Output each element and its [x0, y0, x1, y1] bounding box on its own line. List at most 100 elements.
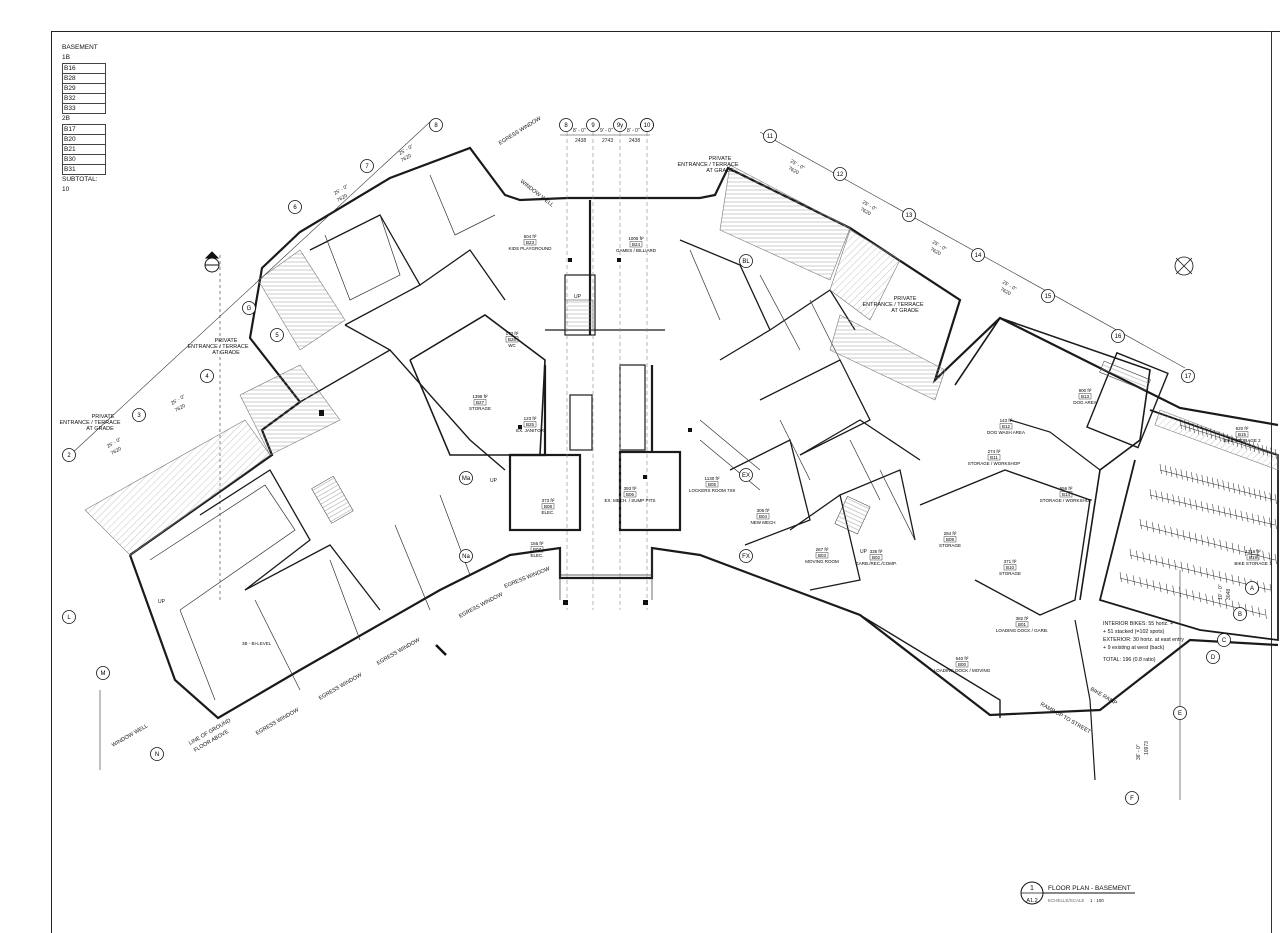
- bike-note: INTERIOR BIKES: 55 horiz. + + 51 stacked…: [1103, 621, 1184, 663]
- schedule-group-label: 2B: [62, 115, 70, 122]
- room-name: MOVING ROOM: [805, 559, 839, 564]
- room-name: LOADING DOCK / GARB.: [996, 628, 1048, 633]
- room-area: 900 ft²: [1079, 388, 1092, 393]
- grid-marker: 17: [1181, 369, 1195, 383]
- room-name: STORAGE / WORKSHOP: [968, 461, 1020, 466]
- private-entrance-label: PRIVATE: [709, 156, 732, 162]
- grid-marker-label: N: [155, 752, 159, 758]
- grid-marker-label: 4: [205, 374, 209, 380]
- drawing-title-text: FLOOR PLAN - BASEMENT: [1048, 885, 1131, 892]
- room-number: B09: [946, 537, 955, 542]
- room-name: GAMES / BILLIARD: [616, 248, 657, 253]
- room-number: B05: [708, 482, 717, 487]
- grid-marker-label: 9: [591, 123, 595, 129]
- grid-marker-label: 3: [137, 413, 141, 419]
- private-entrance-label: ENTRANCE / TERRACE: [59, 420, 120, 426]
- dimension-text: 7620: [400, 153, 413, 164]
- room-area: 143 ft²: [1000, 418, 1013, 423]
- grid-marker: 9: [586, 118, 600, 132]
- room-number: B06: [626, 492, 635, 497]
- grid-marker-label: 2: [67, 453, 71, 459]
- grid-marker: Ma: [459, 471, 473, 485]
- egress-window-label: EGRESS WINDOW: [376, 637, 422, 667]
- grid-marker: 2: [62, 448, 76, 462]
- grid-marker: E: [1173, 706, 1187, 720]
- room-area: 371 ft²: [1004, 559, 1017, 564]
- columns: [319, 258, 692, 605]
- schedule-title: BASEMENT: [62, 44, 98, 51]
- dimension-text: 7620: [929, 247, 942, 258]
- grid-marker: M: [96, 666, 110, 680]
- grid-marker: F: [1125, 791, 1139, 805]
- room-number: B13: [1081, 394, 1090, 399]
- room-area: 173 ft²: [506, 331, 519, 336]
- room-name: DOG WASH AREA: [987, 430, 1025, 435]
- room-name: LOCKERS ROOM 7X8: [689, 488, 736, 493]
- private-entrance-label: AT GRADE: [212, 350, 240, 356]
- unit-schedule: BASEMENT 1B B16 B28 B29 B32 B33 2B B17 B…: [62, 43, 106, 195]
- grid-marker-label: G: [247, 306, 252, 312]
- dimension-text: 2743: [602, 138, 613, 144]
- building-walls: [128, 146, 1279, 781]
- private-entrance-label: AT GRADE: [706, 168, 734, 174]
- terrace-areas: [84, 164, 1279, 556]
- room-number: B14: [1062, 492, 1071, 497]
- grid-marker-label: Na: [462, 554, 470, 560]
- schedule-unit: B20: [62, 134, 106, 144]
- window-well-label: WINDOW WELL: [111, 723, 149, 749]
- section-marker-icon: [204, 251, 447, 656]
- private-entrance-label: PRIVATE: [894, 296, 917, 302]
- egress-window-label: EGRESS WINDOW: [504, 566, 552, 590]
- room-number: B23: [526, 240, 535, 245]
- bike-note-line: + 9 existing at west (back): [1103, 645, 1165, 651]
- dimension-text: 7620: [859, 207, 872, 218]
- schedule-subtotal-value: 10: [62, 186, 70, 193]
- room-number: B12: [1002, 424, 1011, 429]
- grid-marker: 6: [288, 200, 302, 214]
- bi-level-label: 3B - BI-LEVEL: [242, 641, 272, 646]
- grid-marker: 12: [833, 167, 847, 181]
- grid-marker-label: F: [1130, 796, 1134, 802]
- egress-window-label: EGRESS WINDOW: [318, 672, 364, 702]
- room-number: B03: [818, 553, 827, 558]
- grid-marker-label: 11: [767, 134, 774, 140]
- dimension-text: 8' - 0": [627, 128, 640, 134]
- room-area: 393 ft²: [624, 486, 637, 491]
- grid-marker-label: 8: [564, 123, 568, 129]
- room-area: 1130 ft²: [705, 476, 720, 481]
- dimension-text: 7620: [110, 446, 123, 457]
- grid-marker-label: 8: [434, 123, 438, 129]
- private-entrance-label: AT GRADE: [86, 426, 114, 432]
- grid-marker: FX: [739, 549, 753, 563]
- room-area: 284 ft²: [944, 531, 957, 536]
- private-entrance-label: ENTRANCE / TERRACE: [862, 302, 923, 308]
- egress-window-label: EGRESS WINDOW: [458, 591, 504, 619]
- room-area: 1316 ft²: [1245, 549, 1261, 554]
- grid-marker-label: 12: [837, 172, 844, 178]
- grid-marker-label: A: [1250, 586, 1254, 592]
- room-number: B01: [1018, 622, 1027, 627]
- private-entrance-label: ENTRANCE / TERRACE: [187, 344, 248, 350]
- room-name: ELEC.: [541, 510, 554, 515]
- room-name: NEW MECH: [751, 520, 776, 525]
- room-number: B15: [1238, 432, 1247, 437]
- private-entrance-label: ENTRANCE / TERRACE: [677, 162, 738, 168]
- up-label: UP: [574, 294, 582, 300]
- dimension-text: 10' - 0": [1218, 584, 1224, 600]
- room-area: 123 ft²: [524, 416, 537, 421]
- grid-marker: 11: [763, 129, 777, 143]
- schedule-unit: B32: [62, 93, 106, 103]
- room-name: BIKE STORAGE 1: [1234, 561, 1272, 566]
- private-entrance-label: AT GRADE: [891, 308, 919, 314]
- room-name: STORAGE: [999, 571, 1021, 576]
- grid-marker-label: 17: [1185, 374, 1192, 380]
- grid-marker: 9y: [613, 118, 627, 132]
